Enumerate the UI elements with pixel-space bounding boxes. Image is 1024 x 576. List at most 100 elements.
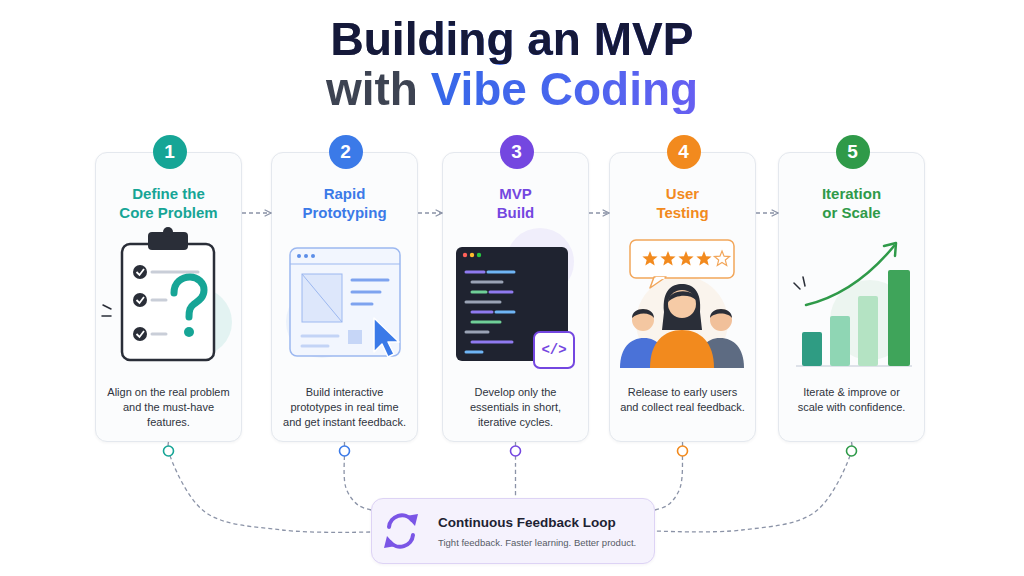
chart-bar [830, 316, 850, 366]
dashed-connector [515, 442, 516, 498]
title: Building an MVP with Vibe Coding [312, 14, 712, 114]
person-body [620, 338, 666, 368]
browser-bar [290, 263, 400, 264]
step-card: MVP BuildDevelop only the essentials in … [442, 152, 589, 442]
step-card: Iteration or ScaleIterate & improve or s… [778, 152, 925, 442]
browser-dot [297, 254, 301, 258]
step-description: Build interactive prototypes in real tim… [282, 385, 407, 430]
speech-bubble [630, 240, 734, 278]
code-line [472, 341, 512, 344]
dashed-arrow [418, 212, 442, 213]
step-description: Develop only the essentials in short, it… [453, 385, 578, 430]
browser-window [290, 248, 400, 356]
loop-icon-head [384, 536, 396, 548]
loop-heading: Continuous Feedback Loop [438, 514, 648, 531]
step-card: User TestingRelease to early users and c… [609, 152, 756, 442]
person-hair [632, 309, 654, 318]
person-body [650, 330, 714, 368]
step-heading: Iteration or Scale [816, 184, 888, 222]
dashed-connector [168, 442, 371, 532]
dashed-arrow [242, 212, 271, 213]
list-line [152, 299, 166, 302]
text-line [352, 291, 380, 294]
check-mark [137, 331, 145, 337]
step-card: Define the Core ProblemAlign on the real… [95, 152, 242, 442]
speech-bubble-tail [656, 277, 665, 279]
connector-dot [340, 446, 350, 456]
step-description: Iterate & improve or scale with confiden… [789, 385, 914, 415]
code-symbol: </> [535, 333, 573, 367]
step-number: 5 [836, 135, 870, 169]
text-line [352, 303, 372, 306]
step-number: 2 [329, 135, 363, 169]
check-circle [133, 293, 147, 307]
image-placeholder [302, 274, 342, 322]
rating-star [642, 251, 657, 265]
chart-bar [858, 296, 878, 366]
loop-subtitle: Tight feedback. Faster learning. Better … [438, 537, 648, 549]
step-description: Release to early users and collect real … [620, 385, 745, 415]
browser-dot [311, 254, 315, 258]
background-blob [830, 280, 910, 360]
dashed-connector [655, 442, 683, 510]
step-number: 1 [153, 135, 187, 169]
connector-dot [511, 446, 521, 456]
spark-line [803, 277, 805, 286]
step-heading: MVP Build [486, 184, 546, 222]
code-line [488, 271, 514, 274]
step-description: Align on the real problem and the must-h… [106, 385, 231, 430]
check-mark [137, 269, 145, 275]
chart-bar [888, 270, 910, 366]
code-line [496, 311, 514, 314]
feedback-loop-box: Continuous Feedback LoopTight feedback. … [371, 498, 655, 564]
person-body [698, 338, 744, 368]
check-circle [133, 327, 147, 341]
list-line [152, 271, 198, 274]
chart-baseline [796, 365, 912, 367]
button-placeholder [348, 330, 362, 344]
question-mark [174, 277, 204, 317]
code-line [472, 311, 492, 314]
code-line [466, 271, 484, 274]
spark-line [102, 315, 111, 317]
rating-star [696, 251, 711, 265]
growth-arrow-head [884, 243, 896, 256]
mouse-cursor [374, 318, 399, 357]
code-badge: </> [533, 331, 575, 369]
growth-arrow [806, 246, 894, 305]
person-hair [710, 309, 732, 318]
person-head [710, 309, 732, 331]
step-card: Rapid PrototypingBuild interactive proto… [271, 152, 418, 442]
rating-star [678, 251, 693, 265]
editor-dot [463, 253, 467, 257]
connector-dot [164, 446, 174, 456]
editor-dot [470, 253, 474, 257]
code-line [472, 291, 486, 294]
dot-group [164, 446, 857, 456]
check-circle [133, 265, 147, 279]
browser-dot [304, 254, 308, 258]
rating-star [660, 251, 675, 265]
code-line [466, 331, 488, 334]
clipboard-clip [163, 227, 173, 237]
check-mark [137, 331, 145, 337]
loop-icon-arc [390, 535, 413, 547]
step-heading: Define the Core Problem [117, 184, 221, 222]
rating-star-empty [714, 251, 729, 265]
loop-icon-head [406, 514, 418, 526]
speech-bubble-tail [650, 277, 666, 288]
step-number-text: 2 [329, 135, 363, 169]
image-placeholder-line [302, 274, 342, 322]
text-line [302, 335, 338, 338]
step-number-text: 4 [667, 135, 701, 169]
person-hair [662, 284, 702, 330]
code-line [490, 291, 512, 294]
person-hair [668, 291, 696, 302]
code-line [466, 351, 482, 354]
text-line [302, 345, 328, 348]
dashed-arrow [756, 212, 778, 213]
step-number: 4 [667, 135, 701, 169]
